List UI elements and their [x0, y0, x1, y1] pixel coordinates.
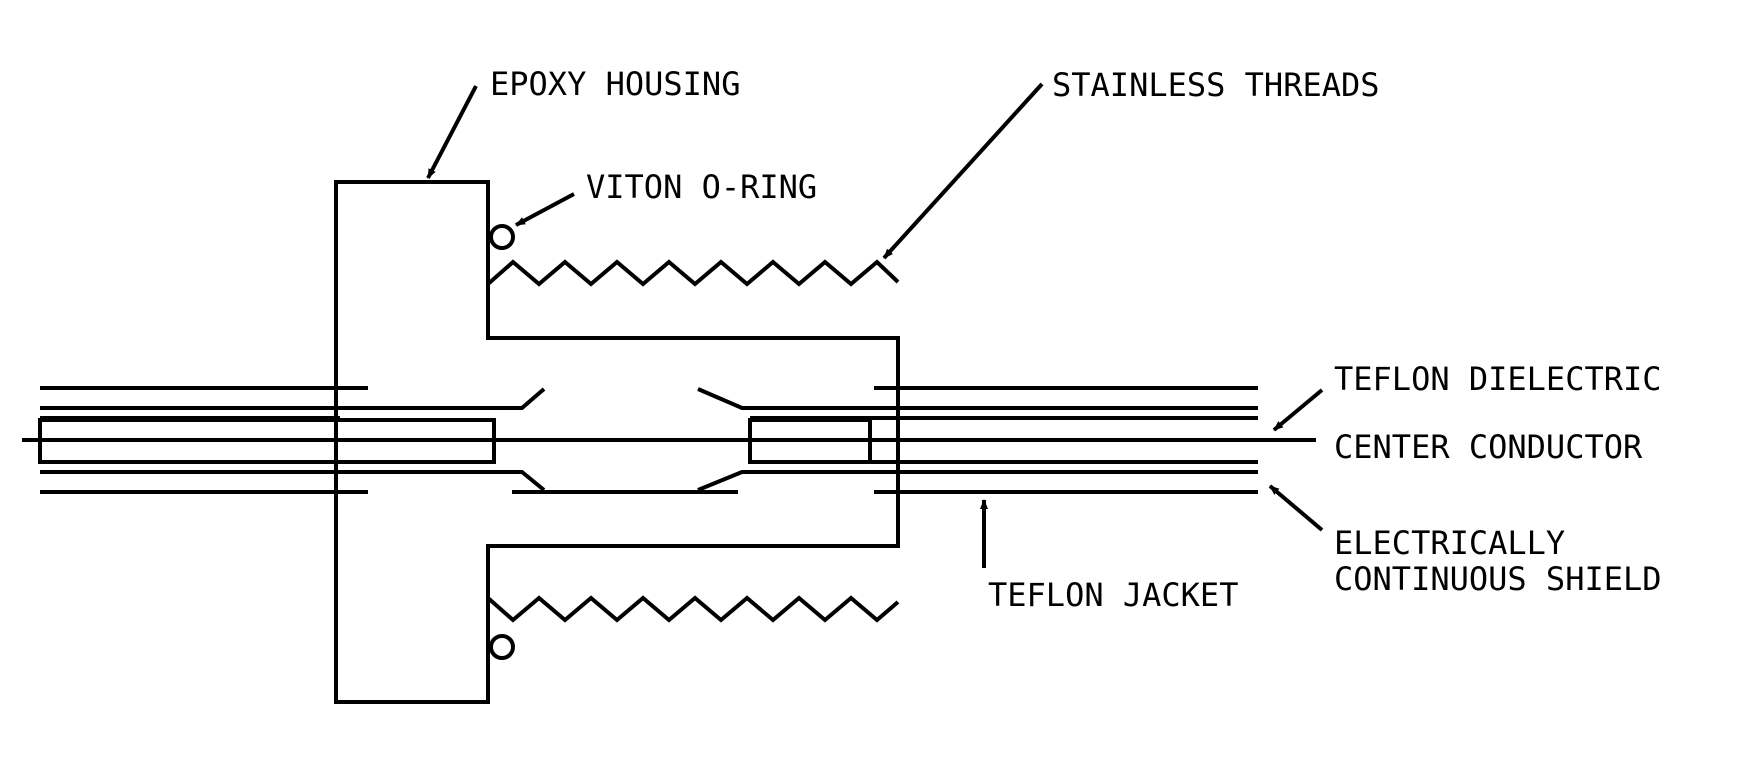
viton-o-ring-top	[489, 224, 515, 250]
center-conductor-label: CENTER CONDUCTOR	[1334, 428, 1643, 466]
shield-label-line1: ELECTRICALLY	[1334, 524, 1565, 562]
viton-o-ring-leader	[515, 192, 575, 227]
viton-o-ring-label: VITON O-RING	[586, 168, 817, 206]
teflon-dielectric-label: TEFLON DIELECTRIC	[1334, 360, 1662, 398]
stainless-threads-bottom	[486, 595, 900, 623]
right-cable-shield-top	[697, 387, 1258, 410]
stainless-threads-label: STAINLESS THREADS	[1052, 66, 1380, 104]
teflon-dielectric-leader	[1272, 388, 1324, 432]
epoxy-housing-label: EPOXY HOUSING	[490, 65, 740, 103]
epoxy-housing	[334, 180, 900, 704]
teflon-jacket-label: TEFLON JACKET	[988, 576, 1238, 614]
stainless-threads-top	[486, 259, 900, 287]
shield-label-line2: CONTINUOUS SHIELD	[1334, 560, 1662, 598]
right-cable-shield-bottom	[697, 470, 1258, 492]
left-cable-shield-bottom	[40, 470, 546, 492]
left-cable-shield-top	[40, 387, 546, 410]
epoxy-housing-leader	[426, 85, 478, 179]
viton-o-ring-bottom	[489, 634, 515, 660]
stainless-threads-leader	[882, 82, 1044, 260]
shield-leader	[1268, 484, 1324, 532]
